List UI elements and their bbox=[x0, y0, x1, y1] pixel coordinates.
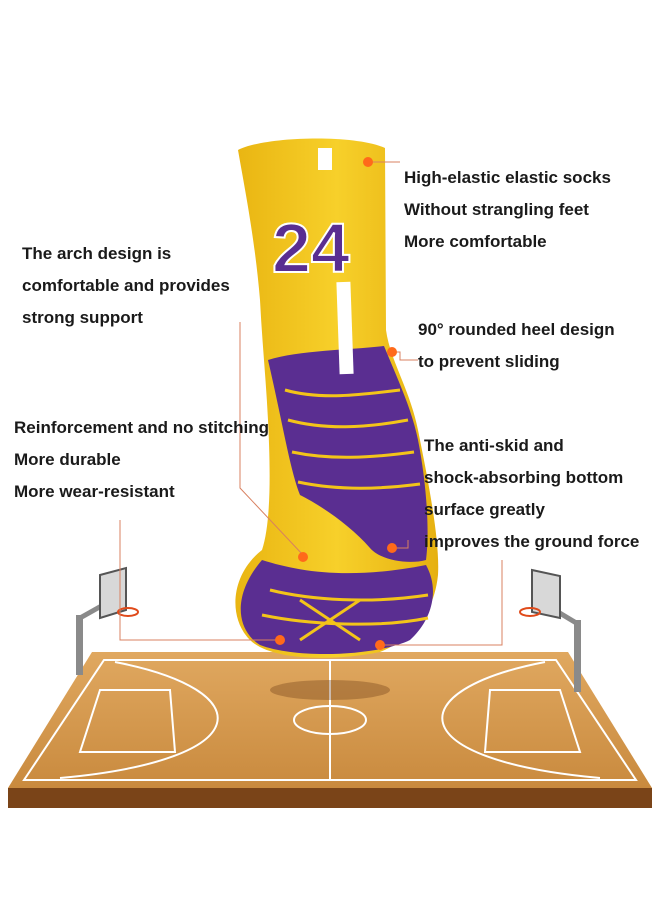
right-basketball-hoop bbox=[519, 568, 581, 692]
sock-number: 24 bbox=[272, 209, 350, 287]
callout-line: High-elastic elastic socks bbox=[404, 168, 611, 187]
callout-line: More wear-resistant bbox=[14, 482, 175, 501]
basketball-sock: 24 bbox=[235, 138, 439, 658]
callout-line: comfortable and provides bbox=[22, 276, 230, 295]
callout-line: The arch design is bbox=[22, 244, 172, 263]
callout-line: shock-absorbing bottom bbox=[424, 468, 624, 487]
callout-dots bbox=[275, 157, 397, 650]
reinforcement-callout: Reinforcement and no stitching More dura… bbox=[14, 412, 269, 508]
heel-callout: 90° rounded heel design to prevent slidi… bbox=[418, 314, 615, 378]
callout-line: More durable bbox=[14, 450, 121, 469]
arch-callout: The arch design is comfortable and provi… bbox=[22, 238, 230, 334]
basketball-court bbox=[8, 652, 652, 808]
bottom-callout: The anti-skid and shock-absorbing bottom… bbox=[424, 430, 639, 558]
callout-line: strong support bbox=[22, 308, 143, 327]
callout-line: 90° rounded heel design bbox=[418, 320, 615, 339]
callout-line: Without strangling feet bbox=[404, 200, 589, 219]
callout-line: surface greatly bbox=[424, 500, 545, 519]
elastic-callout: High-elastic elastic socks Without stran… bbox=[404, 162, 611, 258]
callout-line: Reinforcement and no stitching bbox=[14, 418, 270, 437]
callout-line: The anti-skid and bbox=[424, 436, 564, 455]
callout-line: to prevent sliding bbox=[418, 352, 560, 371]
callout-line: More comfortable bbox=[404, 232, 547, 251]
sock-shadow bbox=[270, 680, 390, 700]
callout-line: improves the ground force bbox=[424, 532, 640, 551]
